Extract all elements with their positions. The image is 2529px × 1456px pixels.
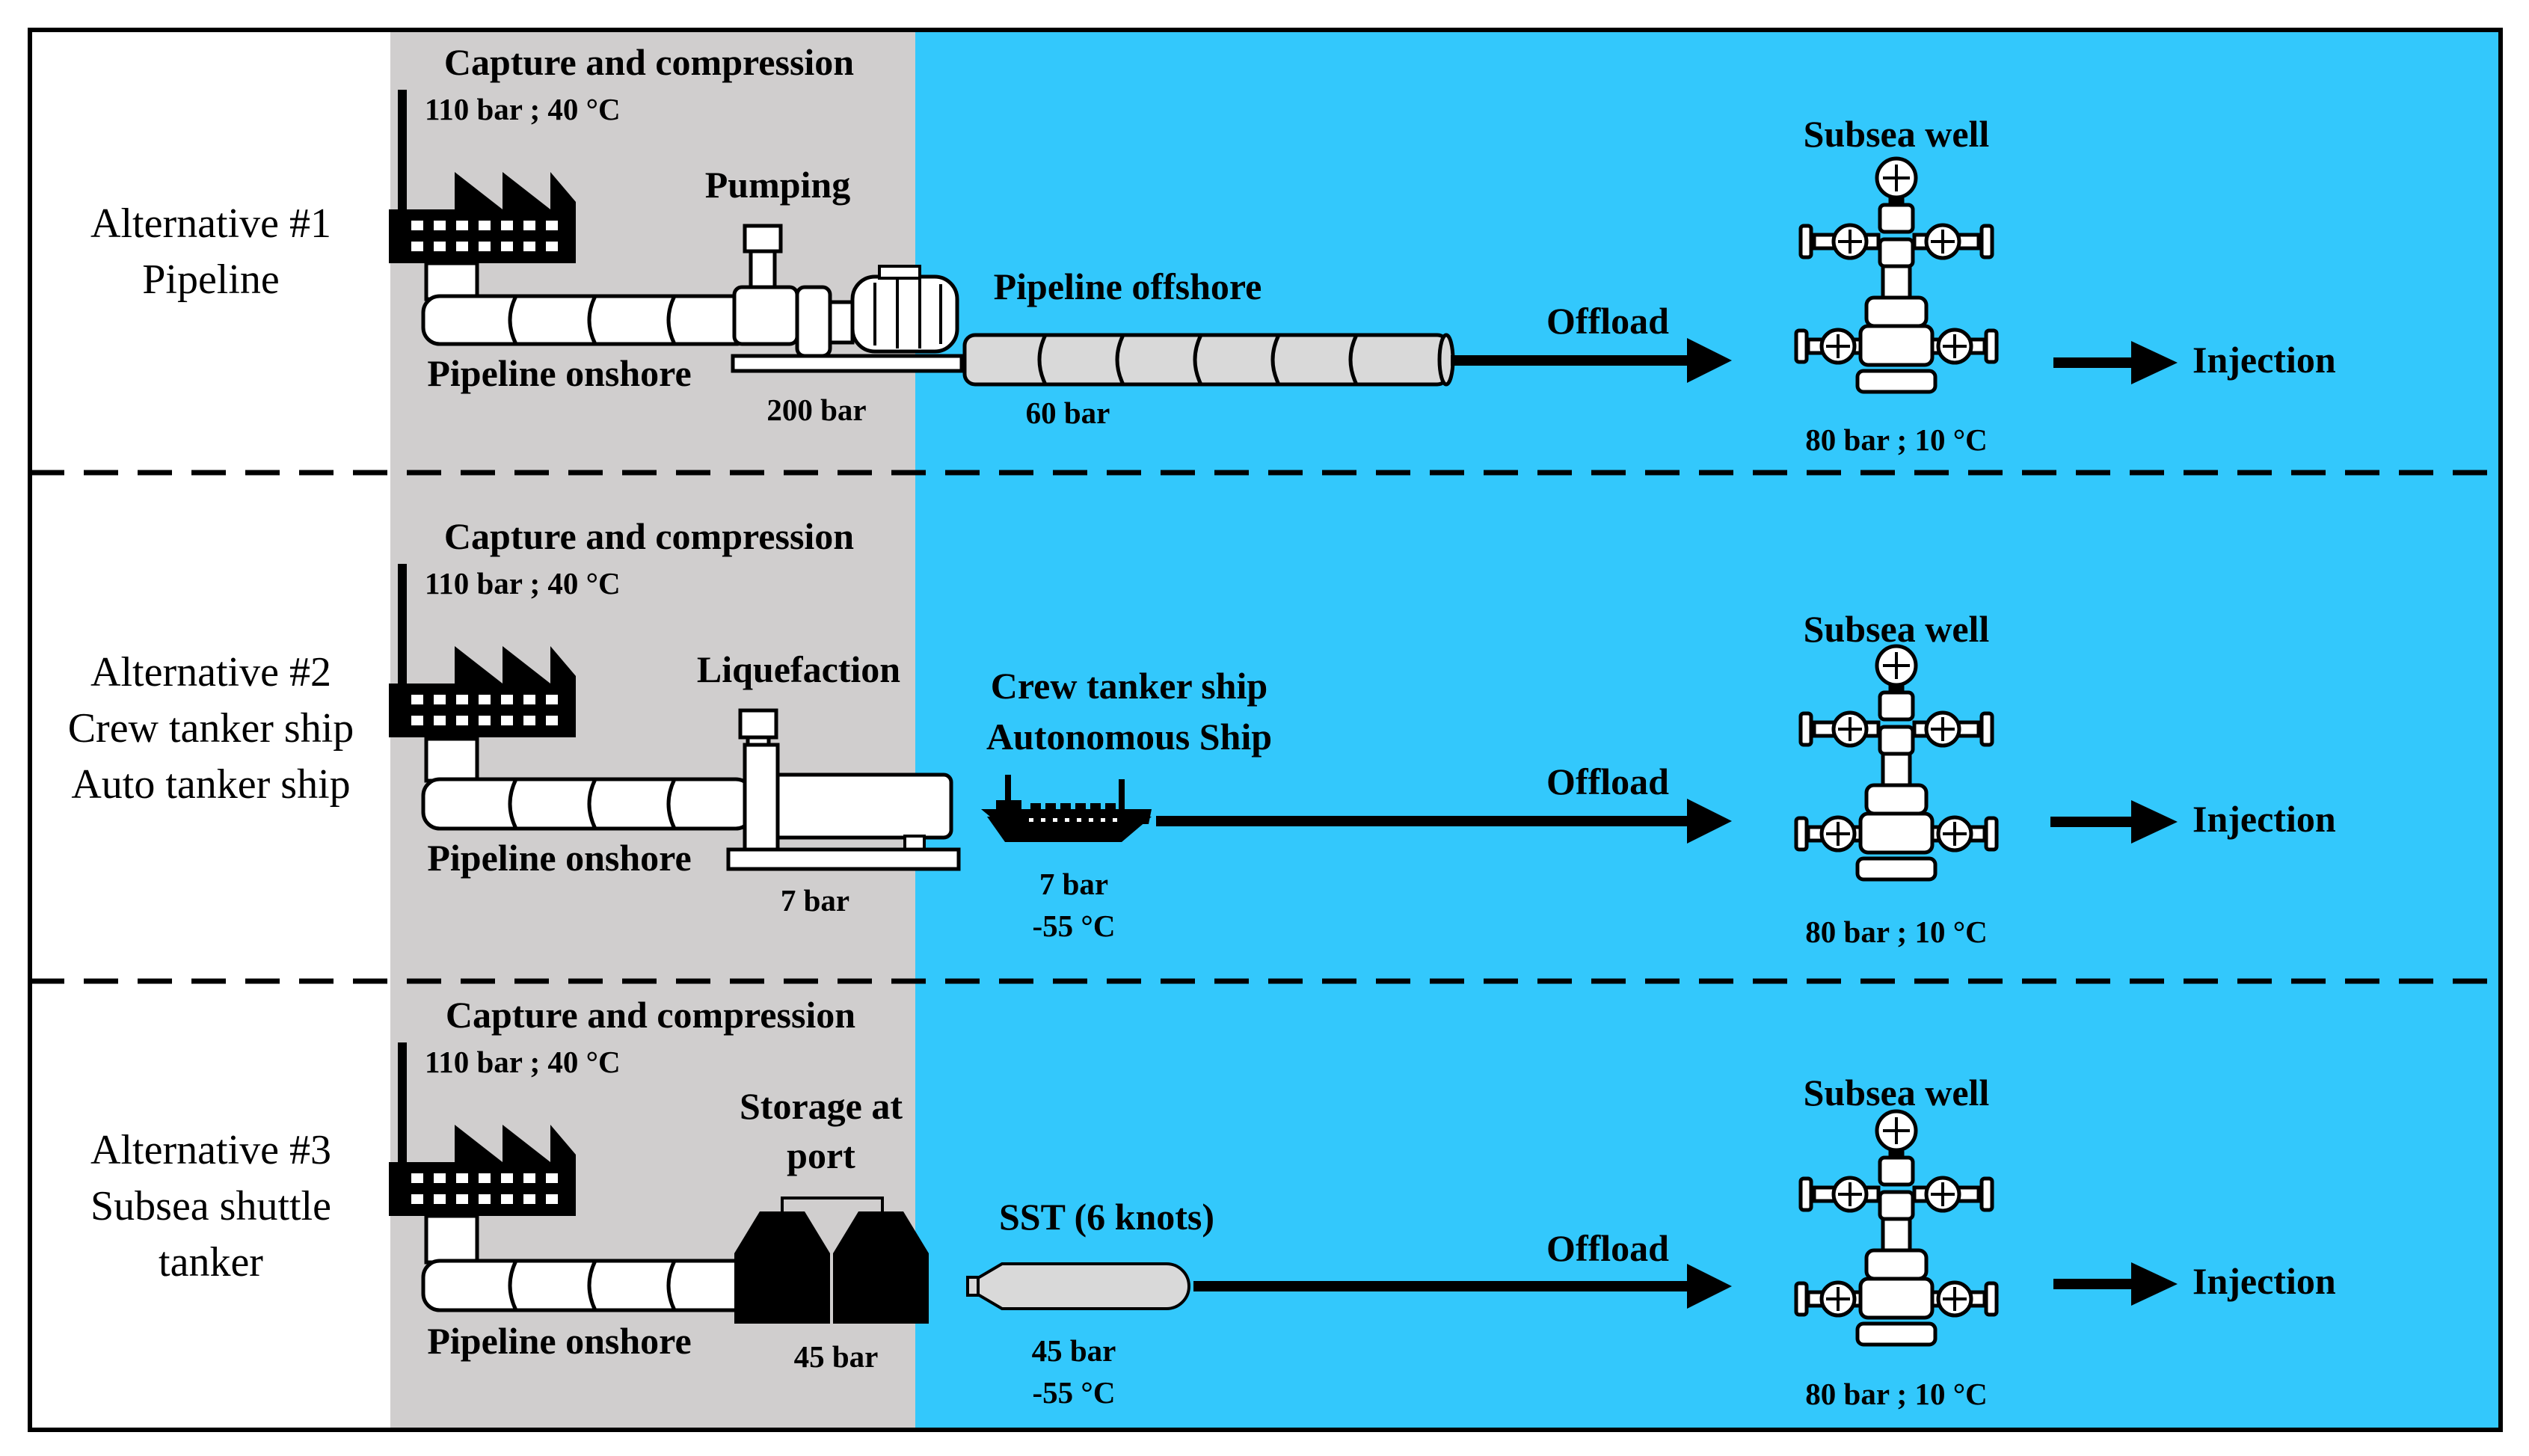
pipeline-onshore-icon (421, 294, 755, 346)
port-storage-tanks-icon (734, 1197, 929, 1324)
transport-conditions-2: -55 °C (1033, 909, 1116, 943)
transport-conditions: 60 bar (1026, 396, 1110, 430)
alternative-title: Alternative #3 (90, 1127, 331, 1173)
process-label-2: port (787, 1134, 855, 1176)
alternative-title: Alternative #2 (90, 649, 331, 695)
process-label: Pumping (705, 164, 851, 206)
well-conditions: 80 bar ; 10 °C (1805, 423, 1987, 457)
injection-arrow (2050, 800, 2178, 844)
pipeline-onshore-label: Pipeline onshore (427, 837, 691, 879)
offshore-zone (915, 30, 2501, 1430)
alternative-subtitle-2: Auto tanker ship (71, 761, 350, 808)
process-pressure: 45 bar (794, 1339, 879, 1374)
alternative-subtitle: Subsea shuttle (90, 1183, 331, 1229)
pipeline-offshore-icon (962, 333, 1455, 387)
alternative-subtitle: Pipeline (142, 257, 280, 303)
well-label: Subsea well (1804, 608, 1990, 650)
offload-arrow (1193, 1264, 1732, 1309)
pump-icon (731, 224, 964, 373)
factory-outlet-pipe (424, 1214, 479, 1265)
well-conditions: 80 bar ; 10 °C (1805, 915, 1987, 949)
injection-label: Injection (2192, 1260, 2336, 1302)
transport-label: Crew tanker ship (991, 665, 1267, 707)
transport-label: SST (6 knots) (999, 1196, 1214, 1238)
transport-conditions: 45 bar (1032, 1333, 1116, 1368)
offload-label: Offload (1546, 1227, 1669, 1269)
factory-outlet-pipe (424, 261, 479, 301)
offload-arrow (1156, 799, 1732, 844)
row-alternative-2: Alternative #2 Crew tanker ship Auto tan… (68, 515, 2336, 949)
factory-outlet-pipe (424, 737, 479, 783)
process-label: Liquefaction (697, 648, 900, 690)
transport-label-2: Autonomous Ship (986, 716, 1272, 758)
row-alternative-3: Alternative #3 Subsea shuttle tanker Cap… (90, 994, 2336, 1411)
offload-label: Offload (1546, 761, 1669, 802)
offload-label: Offload (1546, 300, 1669, 342)
transport-label: Pipeline offshore (994, 265, 1262, 307)
alternative-subtitle: Crew tanker ship (68, 705, 354, 752)
transport-conditions-2: -55 °C (1033, 1375, 1116, 1410)
injection-arrow (2053, 1262, 2178, 1306)
pipeline-onshore-label: Pipeline onshore (427, 1320, 691, 1362)
diagram-frame (28, 28, 2503, 1432)
alternative-title: Alternative #1 (90, 200, 331, 247)
capture-conditions: 110 bar ; 40 °C (425, 566, 621, 600)
injection-label: Injection (2192, 798, 2336, 840)
well-label: Subsea well (1804, 1072, 1990, 1113)
factory-icon (389, 90, 576, 263)
pipeline-onshore-label: Pipeline onshore (427, 352, 691, 394)
capture-label: Capture and compression (444, 41, 854, 83)
tanker-ship-icon (981, 775, 1152, 842)
capture-label: Capture and compression (444, 515, 854, 557)
well-label: Subsea well (1804, 113, 1990, 155)
pipeline-onshore-icon (421, 1259, 755, 1312)
process-pressure: 7 bar (781, 883, 849, 918)
process-label: Storage at (740, 1085, 903, 1127)
injection-arrow (2053, 341, 2178, 384)
well-conditions: 80 bar ; 10 °C (1805, 1377, 1987, 1411)
capture-conditions: 110 bar ; 40 °C (425, 92, 621, 126)
alternative-subtitle-2: tanker (159, 1239, 263, 1285)
row-alternative-1: Alternative #1 Pipeline Capture and comp… (90, 41, 2336, 457)
capture-label: Capture and compression (446, 994, 855, 1036)
capture-conditions: 110 bar ; 40 °C (425, 1045, 621, 1079)
offload-arrow (1451, 338, 1732, 383)
subsea-shuttle-tanker-icon (966, 1262, 1190, 1310)
factory-icon (389, 564, 576, 737)
factory-icon (389, 1042, 576, 1216)
process-pressure: 200 bar (766, 393, 866, 427)
pipeline-onshore-icon (421, 777, 755, 831)
injection-label: Injection (2192, 339, 2336, 381)
transport-conditions: 7 bar (1039, 867, 1108, 901)
liquefaction-unit-icon (726, 708, 961, 871)
